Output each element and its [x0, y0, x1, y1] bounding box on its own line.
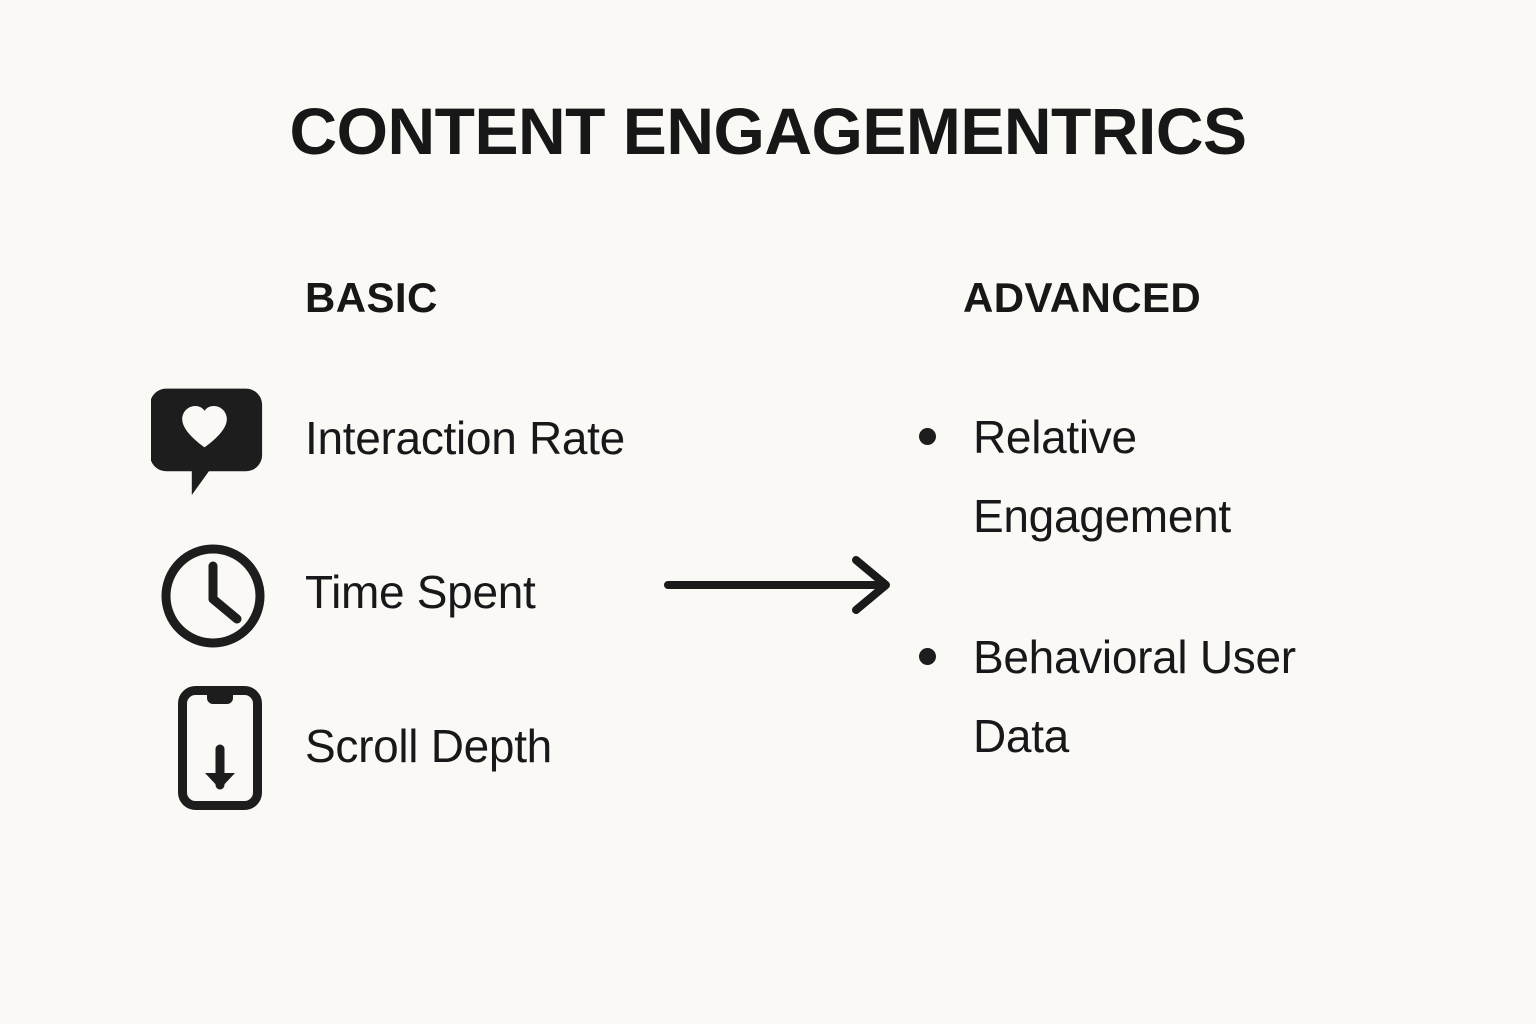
- list-item-label: Time Spent: [305, 566, 536, 618]
- heart-speech-bubble-icon: [150, 382, 270, 502]
- bullet-icon: [919, 428, 936, 445]
- right-arrow-icon: [660, 552, 900, 618]
- column-heading-basic: BASIC: [305, 274, 438, 321]
- list-item-label: Interaction Rate: [305, 412, 625, 464]
- list-item-label: Relative Engagement: [973, 411, 1231, 543]
- page-title: CONTENT ENGAGEMENTRICS: [289, 94, 1247, 168]
- list-item: Time Spent: [150, 530, 770, 680]
- list-item-label: Behavioral User Data: [973, 631, 1296, 763]
- column-heading-advanced: ADVANCED: [963, 274, 1202, 321]
- list-item: Relative Engagement: [905, 398, 1375, 556]
- phone-scroll-down-icon: [160, 686, 280, 810]
- clock-icon: [153, 536, 273, 656]
- list-item: Scroll Depth: [150, 680, 770, 830]
- list-item: Behavioral User Data: [905, 618, 1375, 776]
- list-item-label: Scroll Depth: [305, 720, 552, 772]
- list-item: Interaction Rate: [150, 380, 770, 530]
- basic-column: Interaction Rate Time Spent: [150, 380, 770, 830]
- advanced-column: Relative Engagement Behavioral User Data: [905, 398, 1375, 838]
- bullet-icon: [919, 648, 936, 666]
